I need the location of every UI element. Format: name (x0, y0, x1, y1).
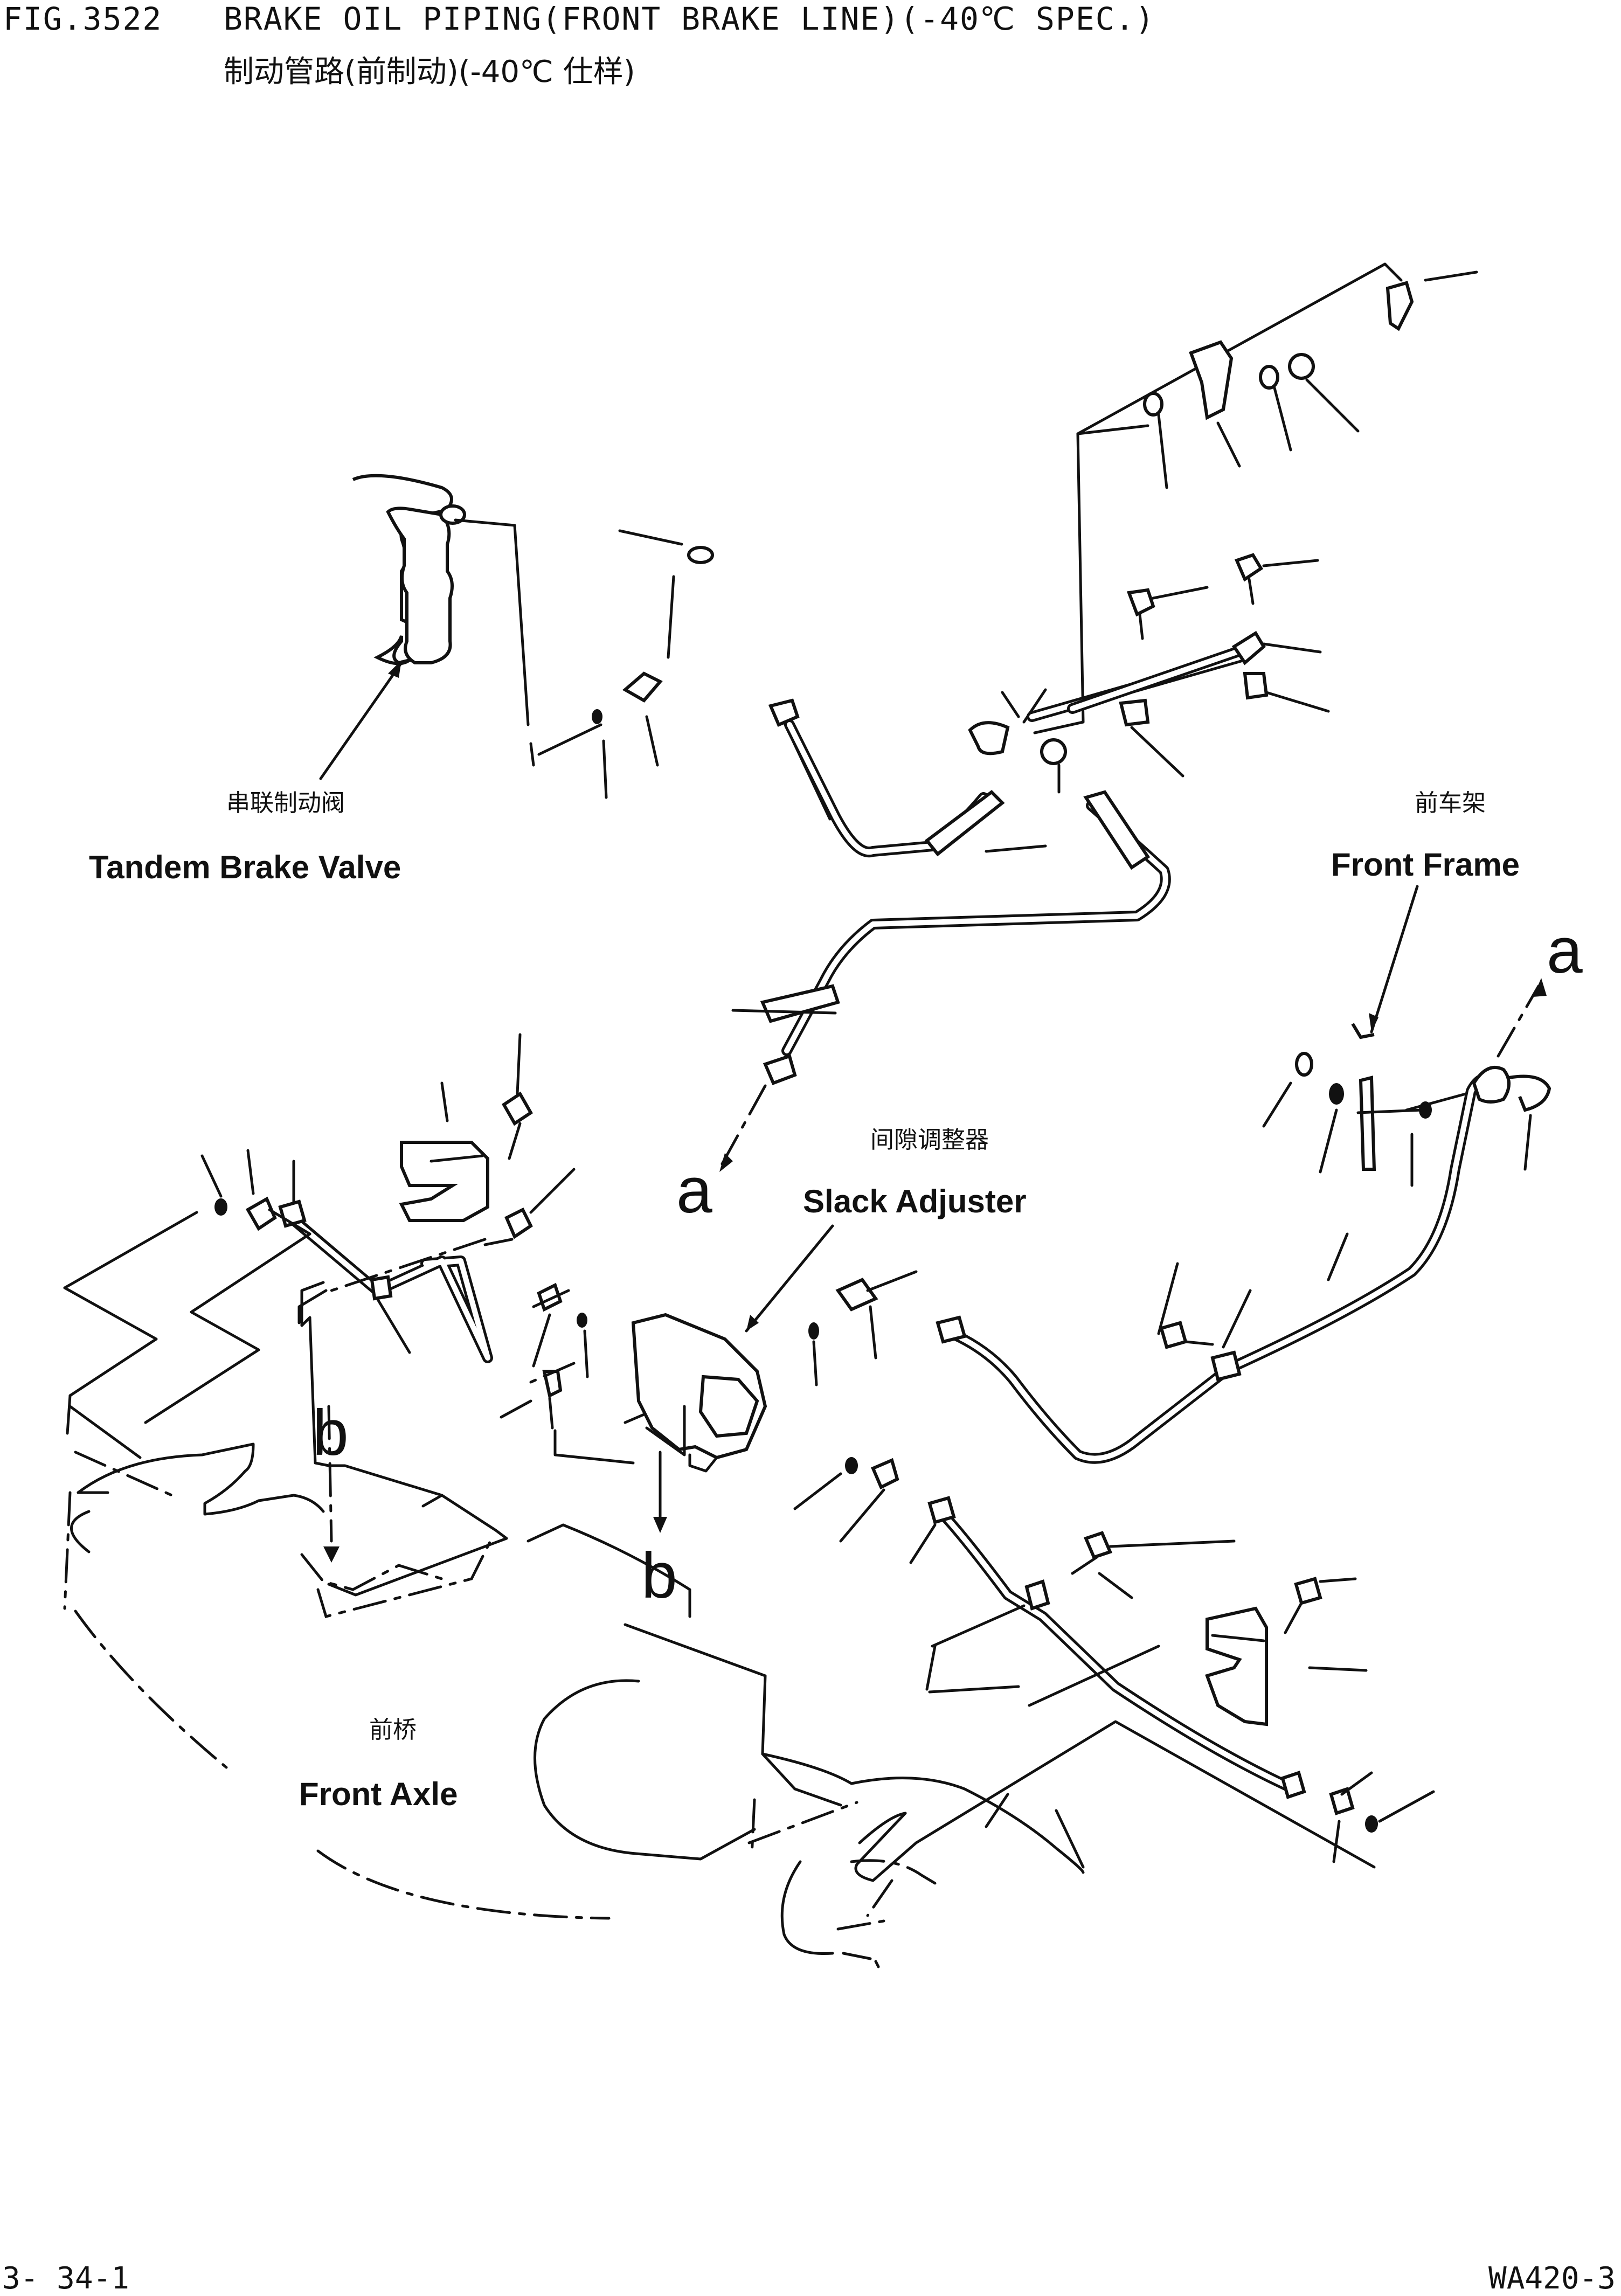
machine-model: WA420-3 (1488, 2261, 1616, 2296)
slack-adjuster-leader (745, 1224, 834, 1333)
tandem-brake-valve-label-en: Tandem Brake Valve (89, 849, 401, 885)
reference-a-upper-arrowhead (1533, 978, 1547, 997)
tandem-brake-valve-arrowhead (388, 660, 401, 678)
front-axle-label-en: Front Axle (299, 1776, 458, 1812)
slack-adjuster-label-en: Slack Adjuster (803, 1183, 1027, 1219)
tandem-brake-valve-leader (319, 661, 403, 780)
upper-frame-pipes (968, 553, 1330, 794)
right-front-frame-pipe (936, 1023, 1551, 1464)
reference-b-left-arrowhead (323, 1546, 340, 1563)
front-axle-outline (63, 1208, 1376, 1968)
upper-bracket-cluster (1001, 262, 1478, 734)
reference-b-center-arrowhead (653, 1517, 667, 1533)
reference-b-left: b (313, 1397, 349, 1469)
lower-right-pipe (909, 1496, 1435, 1863)
front-frame-label-en: Front Frame (1331, 847, 1520, 883)
left-bracket-cluster (200, 1033, 576, 1246)
left-slack-fittings (500, 1282, 635, 1465)
upper-brake-hose (719, 698, 1171, 1172)
tandem-brake-valve-label-cn: 串联制动阀 (226, 789, 345, 817)
reference-a-lower: a (676, 1154, 712, 1226)
figure-title-english: BRAKE OIL PIPING(FRONT BRAKE LINE)(-40℃ … (224, 1, 1155, 37)
slack-adjuster-arrowhead (746, 1315, 759, 1331)
reference-b-left-dashed (327, 1405, 333, 1543)
slack-adjuster (624, 1313, 767, 1473)
reference-a-upper: a (1547, 914, 1583, 987)
slack-adjuster-label-cn: 间隙调整器 (870, 1126, 989, 1154)
front-frame-arrowhead (1369, 1013, 1378, 1032)
page-number: 3- 34-1 (2, 2261, 130, 2296)
front-axle-label-cn: 前桥 (369, 1716, 417, 1744)
tandem-brake-valve (352, 474, 714, 799)
figure-title-chinese: 制动管路(前制动)(-40℃ 仕样) (224, 54, 635, 89)
right-slack-fittings (793, 1270, 918, 1543)
front-frame-label-cn: 前车架 (1415, 789, 1486, 817)
front-frame-leader (1370, 885, 1419, 1033)
figure-number: FIG.3522 (3, 1, 163, 37)
reference-a-upper-dashed (1497, 984, 1540, 1058)
reference-b-center: b (641, 1539, 677, 1612)
